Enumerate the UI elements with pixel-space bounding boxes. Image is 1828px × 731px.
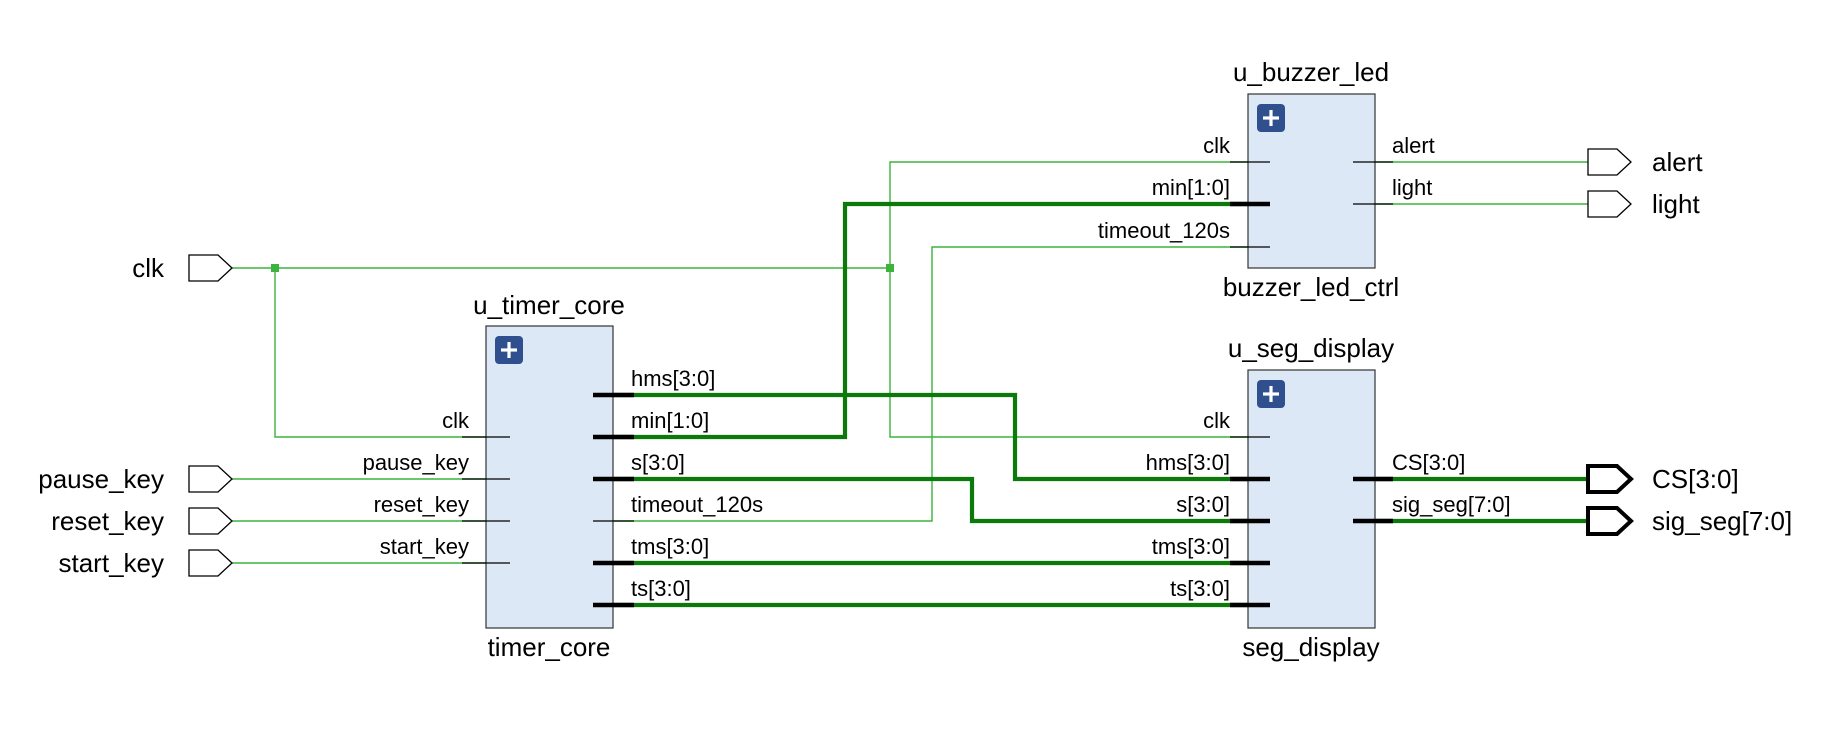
timer-core-pin-hms: hms[3:0] [631, 366, 715, 391]
port-alert-label: alert [1652, 147, 1703, 177]
net-clk-to-timer-core[interactable] [274, 268, 510, 438]
timer-core-pin-min: min[1:0] [631, 408, 709, 433]
buzzer-led-pin-min: min[1:0] [1152, 175, 1230, 200]
input-port-icon [188, 254, 233, 282]
timer-core-instance-name: u_timer_core [473, 290, 625, 320]
input-port-icon [188, 465, 233, 493]
net-clk-to-buzzer[interactable] [889, 161, 1270, 268]
seg-display-expand-button[interactable] [1257, 380, 1285, 408]
port-reset-key-label: reset_key [51, 506, 164, 536]
timer-core-pin-reset-key: reset_key [374, 492, 469, 517]
timer-core-cell-type: timer_core [488, 632, 611, 662]
bus-s[interactable] [593, 476, 1270, 524]
net-clk-to-seg-display[interactable] [889, 268, 1270, 438]
block-buzzer-led-ctrl[interactable]: u_buzzer_led clk min[1:0] timeout_120s a… [1098, 57, 1435, 302]
output-bus-port-icon [1586, 464, 1634, 494]
seg-display-pin-s: s[3:0] [1176, 492, 1230, 517]
bus-hms[interactable] [593, 392, 1270, 482]
timer-core-body[interactable] [485, 325, 614, 629]
port-sig-seg-label: sig_seg[7:0] [1652, 506, 1792, 536]
timer-core-expand-button[interactable] [495, 336, 523, 364]
buzzer-led-pin-clk: clk [1203, 133, 1231, 158]
port-start-key[interactable]: start_key [59, 548, 233, 578]
nets [232, 161, 1588, 608]
port-light[interactable]: light [1587, 189, 1700, 219]
seg-display-pin-cs: CS[3:0] [1392, 450, 1465, 475]
port-clk[interactable]: clk [132, 253, 233, 283]
output-port-icon [1587, 190, 1632, 218]
input-port-icon [188, 549, 233, 577]
port-alert[interactable]: alert [1587, 147, 1703, 177]
output-port-icon [1587, 148, 1632, 176]
seg-display-body[interactable] [1247, 369, 1376, 629]
timer-core-pin-timeout: timeout_120s [631, 492, 763, 517]
block-seg-display[interactable]: u_seg_display clk hms[3:0] s[3:0] tms[3:… [1146, 333, 1511, 662]
output-ports: alert light CS[3:0] sig_seg[7:0] [1586, 147, 1792, 536]
timer-core-pin-ts: ts[3:0] [631, 576, 691, 601]
net-timeout-120s[interactable] [593, 246, 1270, 522]
port-start-key-label: start_key [59, 548, 165, 578]
buzzer-led-pin-timeout: timeout_120s [1098, 218, 1230, 243]
port-cs[interactable]: CS[3:0] [1586, 464, 1739, 494]
buzzer-led-expand-button[interactable] [1257, 104, 1285, 132]
timer-core-pin-pause-key: pause_key [363, 450, 469, 475]
port-pause-key[interactable]: pause_key [38, 464, 233, 494]
seg-display-pin-clk: clk [1203, 408, 1231, 433]
seg-display-pin-hms: hms[3:0] [1146, 450, 1230, 475]
port-light-label: light [1652, 189, 1700, 219]
seg-display-cell-type: seg_display [1242, 632, 1379, 662]
buzzer-led-pin-light: light [1392, 175, 1432, 200]
port-sig-seg[interactable]: sig_seg[7:0] [1586, 506, 1792, 536]
timer-core-pin-s: s[3:0] [631, 450, 685, 475]
block-timer-core[interactable]: u_timer_core clk pause_key reset_key sta… [363, 290, 764, 662]
port-pause-key-label: pause_key [38, 464, 164, 494]
seg-display-pin-ts: ts[3:0] [1170, 576, 1230, 601]
junction-clk-2 [886, 264, 894, 272]
input-port-icon [188, 507, 233, 535]
port-reset-key[interactable]: reset_key [51, 506, 233, 536]
seg-display-instance-name: u_seg_display [1228, 333, 1394, 363]
port-clk-label: clk [132, 253, 165, 283]
timer-core-pin-clk: clk [442, 408, 470, 433]
seg-display-pin-tms: tms[3:0] [1152, 534, 1230, 559]
junction-clk-1 [271, 264, 279, 272]
bus-min[interactable] [593, 201, 1270, 440]
port-cs-label: CS[3:0] [1652, 464, 1739, 494]
output-bus-port-icon [1586, 506, 1634, 536]
timer-core-pin-start-key: start_key [380, 534, 469, 559]
buzzer-led-instance-name: u_buzzer_led [1233, 57, 1389, 87]
seg-display-pin-sig-seg: sig_seg[7:0] [1392, 492, 1511, 517]
buzzer-led-cell-type: buzzer_led_ctrl [1223, 272, 1399, 302]
input-ports: clk pause_key reset_key start_key [38, 253, 233, 578]
timer-core-pin-tms: tms[3:0] [631, 534, 709, 559]
buzzer-led-pin-alert: alert [1392, 133, 1435, 158]
